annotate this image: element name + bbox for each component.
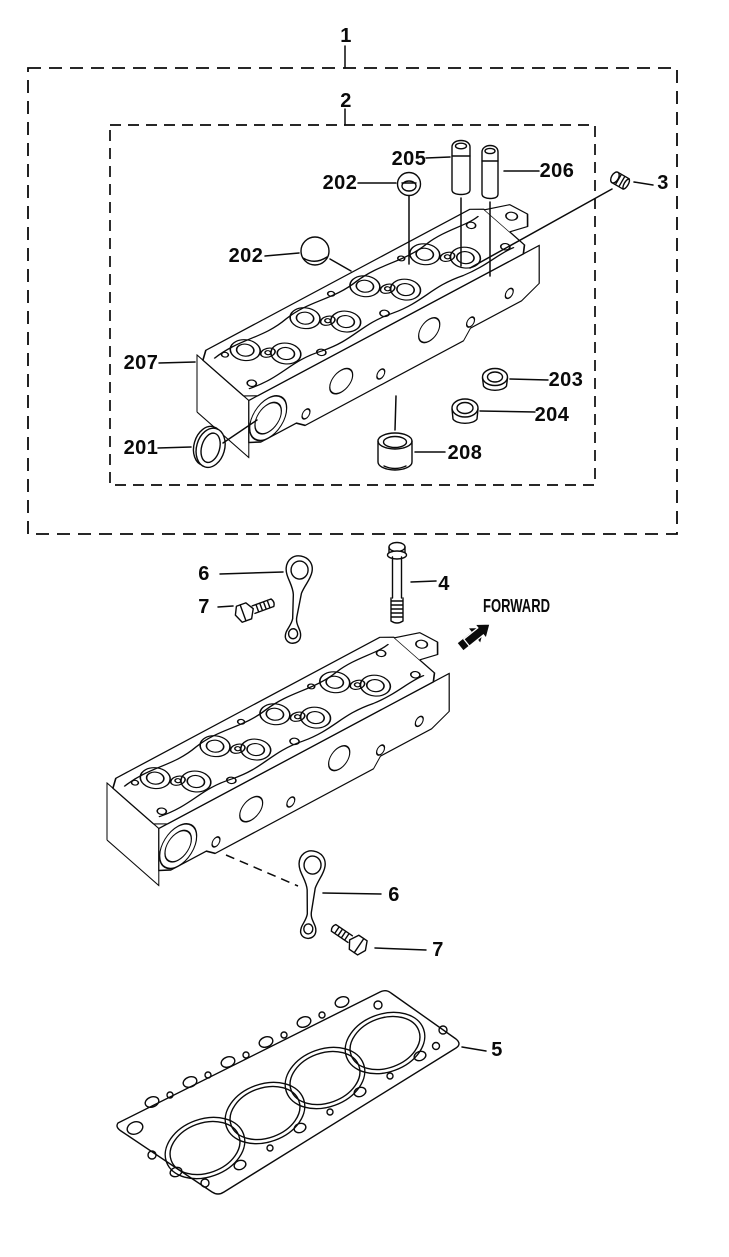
hanger-bracket-6-lower <box>295 849 327 940</box>
callout-6-upper: 6 <box>198 563 210 585</box>
leader-part-5 <box>461 1046 487 1052</box>
valve-guide-205-drawing <box>451 139 471 196</box>
callout-207: 207 <box>124 352 159 374</box>
callout-205: 205 <box>392 148 427 170</box>
leader-lines-upper <box>157 156 654 453</box>
valve-guide-206-drawing <box>481 144 499 200</box>
callout-6-lower: 6 <box>388 884 400 906</box>
assembly-box-2 <box>109 124 596 486</box>
box-label-2: 2 <box>340 90 352 112</box>
callout-5: 5 <box>491 1039 503 1061</box>
hanger-bracket-6-upper <box>280 554 314 645</box>
sleeve-208-drawing <box>377 432 413 471</box>
bushing-203-drawing <box>481 367 509 391</box>
leader-lines-middle <box>217 571 437 951</box>
sealing-cap-202-top-drawing <box>396 171 422 197</box>
head-gasket-drawing <box>116 990 460 1195</box>
callout-201: 201 <box>124 437 159 459</box>
forward-arrow-icon <box>457 623 491 651</box>
assembly-box-1 <box>27 67 678 535</box>
callout-7-upper: 7 <box>198 596 210 618</box>
bolt-7-lower <box>326 919 372 958</box>
forward-label: FORWARD <box>483 596 550 616</box>
callout-208: 208 <box>448 442 483 464</box>
callout-4: 4 <box>438 573 450 595</box>
cylinder-head-upper <box>197 192 554 458</box>
stud-bolt-4-drawing <box>386 541 408 624</box>
gasket-holes <box>126 996 448 1188</box>
callout-7-lower: 7 <box>432 939 444 961</box>
sealing-cap-202-left-drawing <box>300 236 330 266</box>
bolt-7-upper <box>231 593 278 625</box>
seal-ring-201-drawing <box>192 425 226 469</box>
bushing-204-drawing <box>451 398 479 424</box>
callout-202-top: 202 <box>323 172 358 194</box>
cylinder-head-lower <box>107 620 464 886</box>
callout-204: 204 <box>535 404 570 426</box>
box-label-1: 1 <box>340 25 352 47</box>
callout-202-left: 202 <box>229 245 264 267</box>
callout-203: 203 <box>549 369 584 391</box>
callout-3: 3 <box>657 172 669 194</box>
plug-screw-3-drawing <box>609 171 631 190</box>
callout-206: 206 <box>540 160 575 182</box>
